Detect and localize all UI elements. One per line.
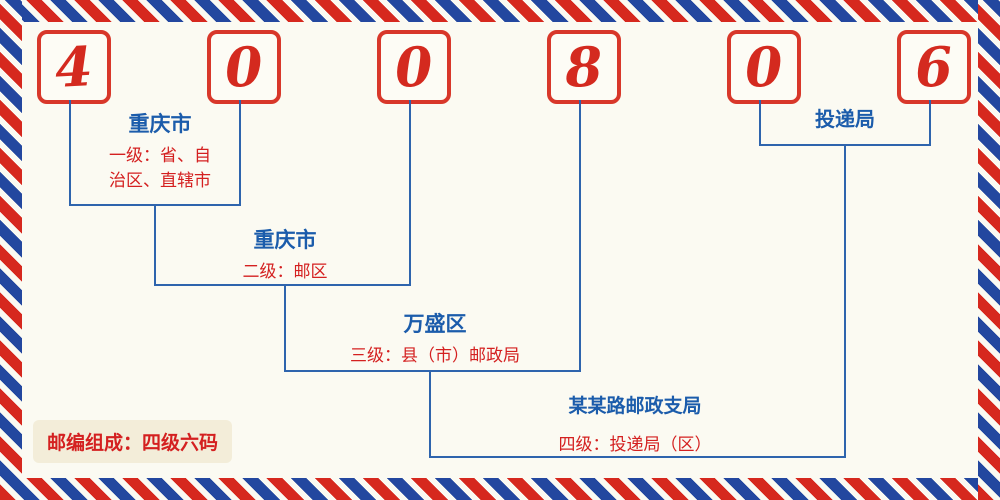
digit-box-3: 0 (377, 30, 451, 104)
connector-line (409, 100, 411, 286)
level2-place: 重庆市 (253, 229, 317, 252)
delivery-place: 投递局 (815, 109, 875, 131)
digit-1: 4 (53, 34, 95, 100)
label-level4: 某某路邮政支局 四级：投递局（区） (485, 395, 785, 457)
digit-2: 0 (223, 34, 265, 100)
label-level3: 万盛区 三级：县（市）邮政局 (285, 312, 585, 369)
label-delivery: 投递局 (785, 108, 905, 133)
connector-line (154, 284, 411, 286)
level4-place: 某某路邮政支局 (568, 396, 702, 417)
connector-line (154, 204, 156, 286)
envelope-stripe-right (978, 0, 1000, 500)
connector-line (579, 100, 581, 372)
level3-place: 万盛区 (403, 313, 467, 336)
level2-desc: 二级：邮区 (242, 262, 328, 282)
level1-place: 重庆市 (128, 113, 192, 136)
envelope-stripe-left (0, 0, 22, 500)
connector-line (284, 370, 581, 372)
connector-line (759, 100, 761, 146)
composition-badge: 邮编组成：四级六码 (33, 420, 233, 463)
digit-3: 0 (393, 34, 435, 100)
digit-5: 0 (743, 34, 785, 100)
digit-box-1: 4 (37, 30, 111, 104)
level3-desc: 三级：县（市）邮政局 (350, 346, 520, 366)
level4-desc: 四级：投递局（区） (558, 434, 712, 454)
label-level2: 重庆市 二级：邮区 (185, 228, 385, 285)
digit-box-5: 0 (727, 30, 801, 104)
connector-line (844, 144, 846, 458)
digit-6: 6 (913, 34, 955, 100)
digit-box-4: 8 (547, 30, 621, 104)
digit-4: 8 (563, 34, 605, 100)
connector-line (69, 100, 71, 206)
envelope-stripe-top (0, 0, 1000, 22)
level1-desc: 一级：省、自治区、直辖市 (109, 146, 211, 190)
digit-box-6: 6 (897, 30, 971, 104)
connector-line (429, 456, 846, 458)
connector-line (239, 100, 241, 206)
connector-line (429, 370, 431, 458)
digit-box-2: 0 (207, 30, 281, 104)
label-level1: 重庆市 一级：省、自治区、直辖市 (80, 112, 240, 194)
envelope-stripe-bottom (0, 478, 1000, 500)
connector-line (929, 100, 931, 146)
connector-line (284, 284, 286, 372)
